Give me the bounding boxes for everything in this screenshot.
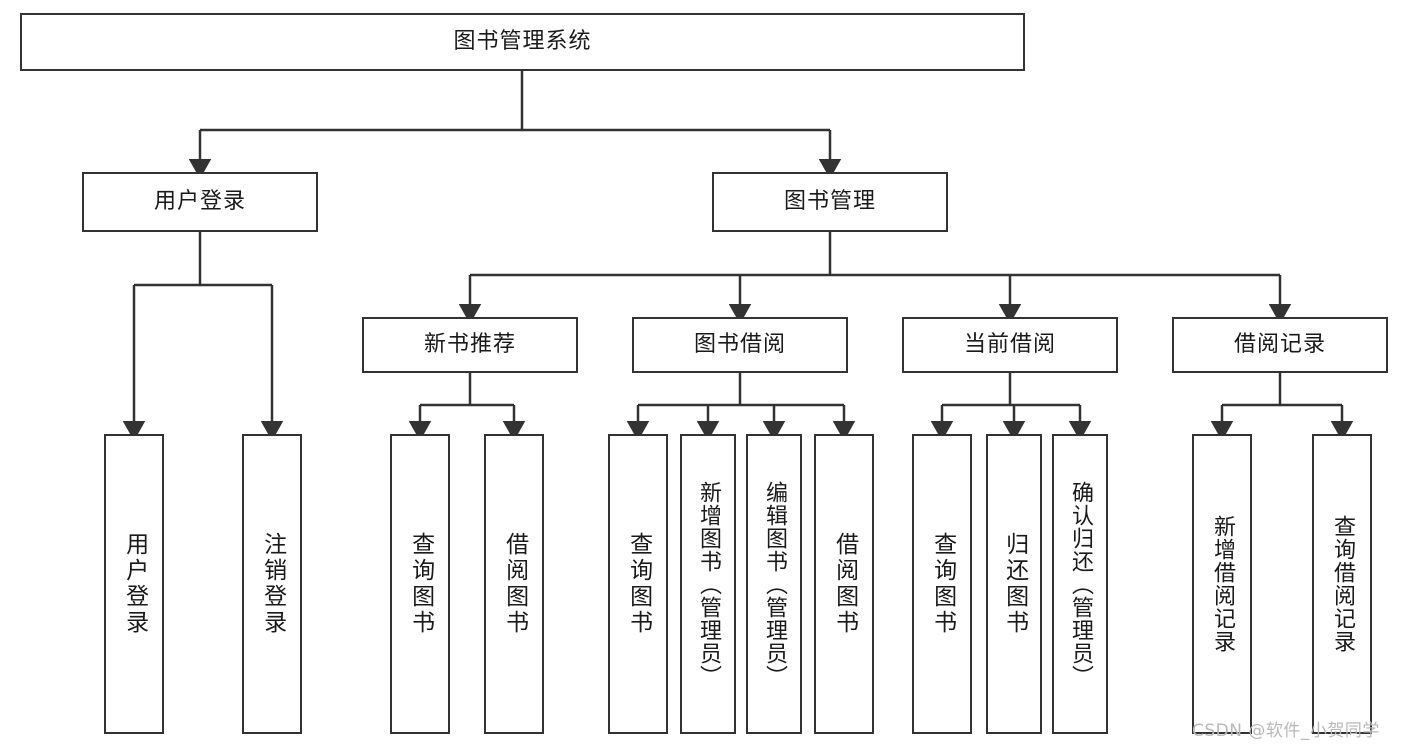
node-leaf-add-borrow-record[interactable]: 新增借阅记录 [1192,434,1252,734]
node-book-borrow-label: 图书借阅 [693,331,786,357]
node-borrow-record[interactable]: 借阅记录 [1172,317,1388,373]
node-user-login[interactable]: 用户登录 [82,172,318,232]
node-root[interactable]: 图书管理系统 [20,13,1025,71]
node-leaf-borrow-book[interactable]: 借阅图书 [814,434,874,734]
node-leaf-user-logout-label: 注销登录 [259,532,286,636]
node-borrow-record-label: 借阅记录 [1233,331,1326,357]
node-current-borrow[interactable]: 当前借阅 [902,317,1118,373]
node-leaf-confirm-return[interactable]: 确认归还（管理员） [1052,434,1108,734]
node-leaf-query-book-current-label: 查询图书 [929,532,956,636]
node-book-manage[interactable]: 图书管理 [712,172,948,232]
csdn-watermark: CSDN @软件_小贺同学 [1192,721,1380,741]
node-leaf-edit-book[interactable]: 编辑图书（管理员） [746,434,802,734]
node-leaf-borrow-book-recommend[interactable]: 借阅图书 [484,434,544,734]
node-leaf-add-book-label: 新增图书（管理员） [695,480,721,688]
node-leaf-borrow-book-label: 借阅图书 [831,532,858,636]
node-leaf-user-login[interactable]: 用户登录 [104,434,164,734]
node-leaf-confirm-return-label: 确认归还（管理员） [1067,480,1093,688]
node-leaf-add-book[interactable]: 新增图书（管理员） [680,434,736,734]
node-book-borrow[interactable]: 图书借阅 [632,317,848,373]
node-leaf-return-book[interactable]: 归还图书 [986,434,1042,734]
node-root-label: 图书管理系统 [453,28,592,54]
node-leaf-user-logout[interactable]: 注销登录 [242,434,302,734]
node-leaf-query-book-current[interactable]: 查询图书 [912,434,972,734]
node-new-book-recommend[interactable]: 新书推荐 [362,317,578,373]
node-current-borrow-label: 当前借阅 [963,331,1056,357]
node-leaf-query-borrow-record[interactable]: 查询借阅记录 [1312,434,1372,734]
node-user-login-label: 用户登录 [153,188,246,214]
node-leaf-add-borrow-record-label: 新增借阅记录 [1209,515,1235,653]
node-leaf-query-borrow-record-label: 查询借阅记录 [1329,515,1355,653]
node-leaf-query-book-recommend[interactable]: 查询图书 [390,434,450,734]
node-leaf-query-book-borrow-label: 查询图书 [625,532,652,636]
node-book-manage-label: 图书管理 [783,188,876,214]
node-leaf-borrow-book-recommend-label: 借阅图书 [501,532,528,636]
node-leaf-query-book-recommend-label: 查询图书 [407,532,434,636]
node-leaf-return-book-label: 归还图书 [1001,532,1028,636]
node-leaf-query-book-borrow[interactable]: 查询图书 [608,434,668,734]
node-leaf-user-login-label: 用户登录 [121,532,148,636]
node-new-book-recommend-label: 新书推荐 [423,331,516,357]
node-leaf-edit-book-label: 编辑图书（管理员） [761,480,787,688]
